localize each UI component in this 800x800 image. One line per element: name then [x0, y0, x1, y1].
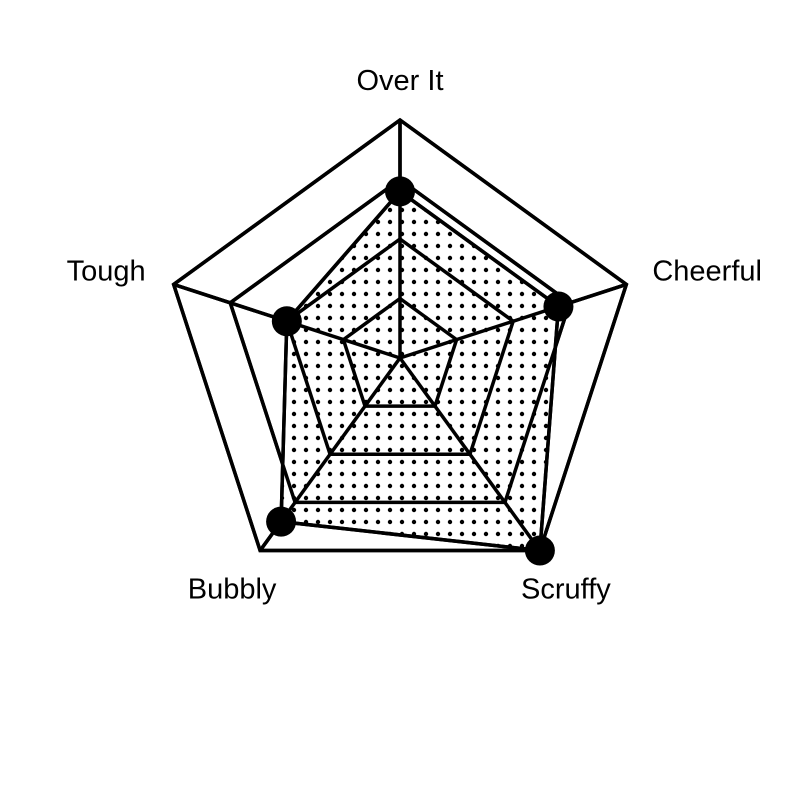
- grid-ring-overlay-3: [228, 177, 572, 505]
- grid-ring-overlay-2: [284, 236, 516, 457]
- data-point-bubbly: [266, 506, 297, 537]
- radar-series: [171, 117, 629, 553]
- series-area: [279, 189, 561, 553]
- data-point-cheerful: [543, 291, 574, 322]
- data-point-over-it: [385, 176, 415, 207]
- axis-label-scruffy: Scruffy: [521, 574, 611, 606]
- grid-ring-overlay-4: [171, 117, 629, 553]
- data-point-tough: [271, 306, 302, 337]
- series-outline: [279, 189, 561, 553]
- grid-ring-overlay-1: [341, 296, 459, 408]
- axis-label-cheerful: Cheerful: [652, 255, 762, 287]
- axis-label-over-it: Over It: [356, 65, 443, 97]
- radar-markers: [266, 176, 574, 566]
- axis-label-bubbly: Bubbly: [188, 574, 277, 606]
- axis-label-tough: Tough: [67, 255, 146, 287]
- data-point-scruffy: [524, 535, 555, 566]
